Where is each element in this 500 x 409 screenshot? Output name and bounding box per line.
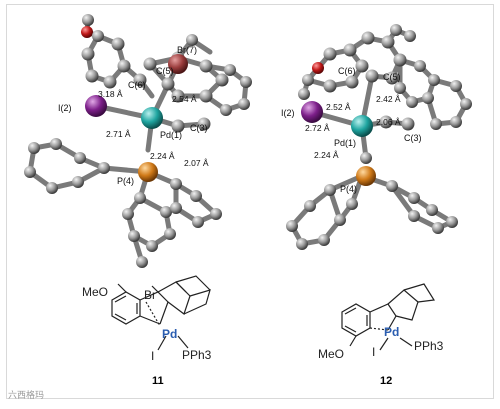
structure-drawing-11: MeO Br Pd I PPh3 11 — [82, 275, 212, 387]
label-pd1-11: Pd(1) — [160, 130, 182, 140]
distance-4-12: 2.06 Å — [376, 117, 401, 127]
chem-label-pph3-12: PPh3 — [414, 339, 444, 353]
chem-label-br-11: Br — [144, 288, 156, 302]
chem-label-i-12: I — [372, 345, 375, 359]
label-i2-11: I(2) — [58, 103, 72, 113]
distance-2-11: 2.54 Å — [172, 94, 197, 104]
chem-label-pd-11: Pd — [162, 327, 177, 341]
label-i2-12: I(2) — [281, 108, 295, 118]
structure-drawing-12: MeO Pd I PPh3 12 — [318, 283, 444, 387]
label-c5-11: C(5) — [156, 66, 174, 76]
label-br7-11: Br(7) — [177, 45, 197, 55]
chem-label-pd-12: Pd — [384, 325, 399, 339]
distance-1-12: 2.52 Å — [326, 102, 351, 112]
label-c3-12: C(3) — [404, 133, 422, 143]
chem-label-pph3-11: PPh3 — [182, 348, 212, 362]
chem-label-meo-11: MeO — [82, 285, 108, 299]
atoms-11 — [24, 14, 252, 268]
label-c3-11: C(3) — [190, 123, 208, 133]
distance-5-12: 2.24 Å — [314, 150, 339, 160]
compound-number-12: 12 — [380, 375, 392, 387]
chem-label-i-11: I — [151, 349, 154, 363]
distance-3-12: 2.72 Å — [305, 123, 330, 133]
crystal-structure-11: Br(7) C(5) C(6) I(2) Pd(1) C(3) P(4) 3.1… — [24, 14, 252, 268]
distance-5-11: 2.07 Å — [184, 158, 209, 168]
crystal-structure-12: C(6) C(5) I(2) Pd(1) C(3) P(4) 2.52 Å 2.… — [281, 24, 472, 250]
label-c5-12: C(5) — [383, 72, 401, 82]
distance-1-11: 3.18 Å — [98, 89, 123, 99]
watermark: 六西格玛 — [8, 388, 44, 401]
compound-number-11: 11 — [152, 375, 164, 387]
label-p4-12: P(4) — [340, 184, 357, 194]
chem-label-meo-12: MeO — [318, 347, 344, 361]
atoms-12 — [286, 24, 472, 250]
label-p4-11: P(4) — [117, 176, 134, 186]
distance-4-11: 2.24 Å — [150, 151, 175, 161]
label-pd1-12: Pd(1) — [334, 138, 356, 148]
label-c6-12: C(6) — [338, 66, 356, 76]
watermark-text: 六西格玛 — [8, 390, 45, 400]
label-c6-11: C(6) — [128, 80, 146, 90]
bonds-11 — [27, 17, 249, 265]
distance-3-11: 2.71 Å — [106, 129, 131, 139]
distance-2-12: 2.42 Å — [376, 94, 401, 104]
figure-frame — [6, 4, 494, 399]
